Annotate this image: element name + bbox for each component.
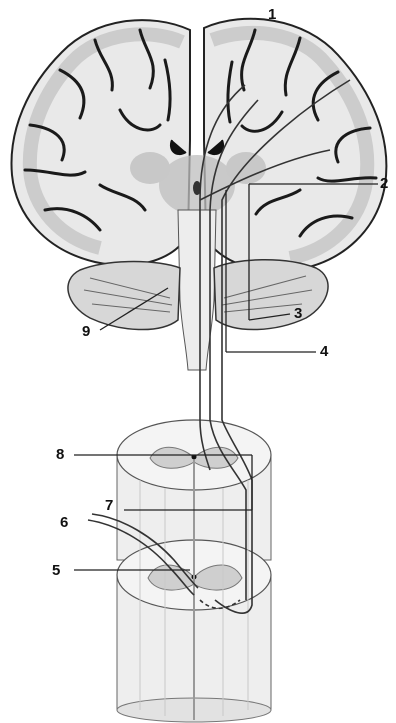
label-1: 1: [268, 7, 276, 22]
right-cerebellum: [214, 260, 328, 330]
label-4: 4: [320, 344, 328, 359]
label-5: 5: [52, 563, 60, 578]
label-7: 7: [105, 498, 113, 513]
left-basal-nuclei: [130, 152, 170, 184]
label-8: 8: [56, 447, 64, 462]
spinal-cord: [117, 420, 271, 722]
right-basal-nuclei: [226, 152, 266, 184]
label-9: 9: [82, 324, 90, 339]
label-3: 3: [294, 306, 302, 321]
label-6: 6: [60, 515, 68, 530]
label-2: 2: [380, 176, 388, 191]
left-cerebellum: [68, 262, 180, 330]
